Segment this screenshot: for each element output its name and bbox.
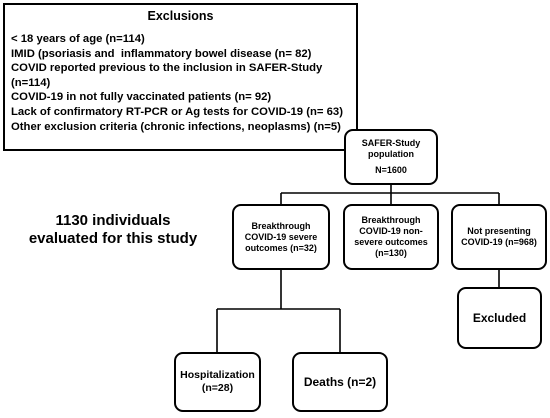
exclusion-item: IMID (psoriasis and inflammatory bowel d… — [11, 47, 312, 60]
evaluated-count-text: 1130 individuals evaluated for this stud… — [28, 212, 198, 247]
exclusion-item: Lack of confirmatory RT-PCR or Ag tests … — [11, 105, 343, 118]
population-node: SAFER-Study population N=1600 — [344, 129, 438, 185]
exclusion-item: < 18 years of age (n=114) — [11, 33, 145, 45]
exclusion-item: COVID reported previous to the inclusion… — [11, 62, 326, 89]
exclusions-box: Exclusions < 18 years of age (n=114) IMI… — [3, 3, 358, 151]
nonsevere-outcomes-node: Breakthrough COVID-19 non-severe outcome… — [343, 204, 439, 270]
population-label: SAFER-Study population — [361, 138, 421, 159]
exclusions-title: Exclusions — [147, 9, 214, 23]
exclusion-item: COVID-19 in not fully vaccinated patient… — [11, 91, 272, 104]
hospitalization-node: Hospitalization (n=28) — [174, 352, 261, 412]
excluded-node: Excluded — [457, 287, 542, 349]
exclusion-item: Other exclusion criteria (chronic infect… — [11, 120, 341, 133]
deaths-node: Deaths (n=2) — [292, 352, 388, 412]
severe-outcomes-node: Breakthrough COVID-19 severe outcomes (n… — [232, 204, 330, 270]
population-count: N=1600 — [375, 165, 407, 175]
not-presenting-node: Not presenting COVID-19 (n=968) — [451, 204, 547, 270]
